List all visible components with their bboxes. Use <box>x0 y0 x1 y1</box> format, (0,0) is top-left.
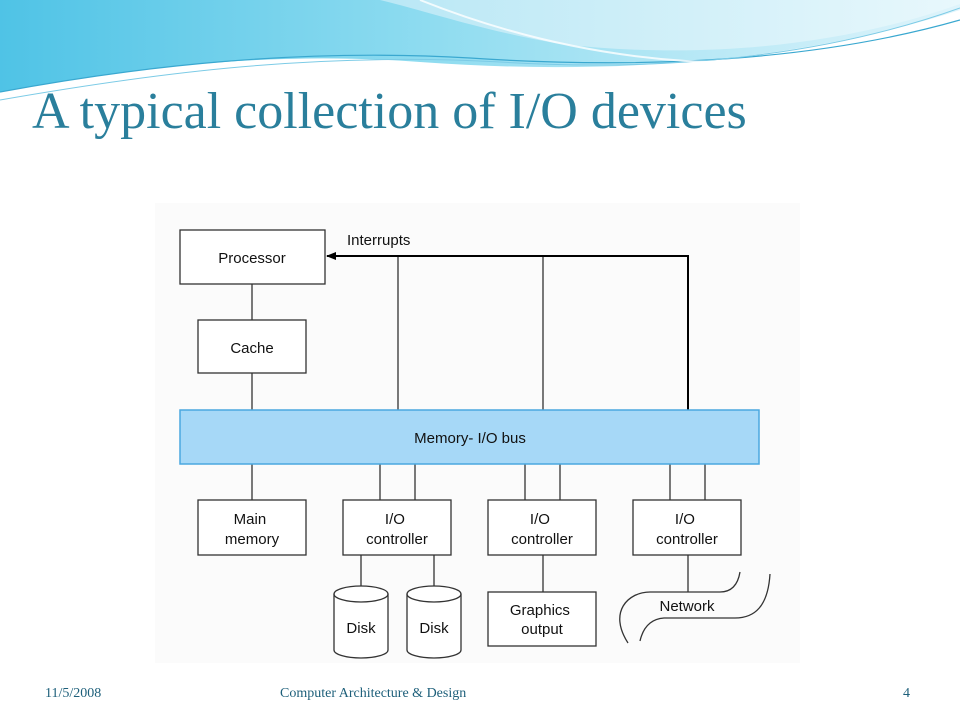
interrupts-label: Interrupts <box>347 232 410 249</box>
cache-box <box>197 319 307 374</box>
cache-label: Cache <box>230 340 273 357</box>
footer-date: 11/5/2008 <box>45 686 102 701</box>
io-controller-3-line-1: I/O <box>675 511 695 528</box>
main-memory-label: Main memory <box>225 511 280 548</box>
main-memory-box <box>197 499 307 556</box>
interrupts-arrow <box>326 252 689 410</box>
io-controller-1-line-2: controller <box>366 531 428 548</box>
graphics-output-line-1: Graphics <box>510 602 570 619</box>
main-memory-line-2: memory <box>225 531 280 548</box>
slide-title: A typical collection of I/O devices <box>32 83 747 140</box>
graphics-output-label: Graphics output <box>510 602 574 638</box>
graphics-output-line-2: output <box>521 621 564 638</box>
bus-label: Memory- I/O bus <box>414 430 526 447</box>
disk-2-label: Disk <box>419 620 449 637</box>
io-controller-2-label: I/O controller <box>511 511 573 548</box>
connection-lines <box>251 256 706 592</box>
main-memory-line-1: Main <box>234 511 267 528</box>
disk-1-label: Disk <box>346 620 376 637</box>
processor-box <box>179 229 326 285</box>
disk-2-top <box>406 585 462 603</box>
header-wave-decoration <box>0 0 960 101</box>
processor-label: Processor <box>218 250 286 267</box>
io-controller-1-label: I/O controller <box>366 511 428 548</box>
footer-page-number: 4 <box>903 686 910 701</box>
disk-2-body <box>406 594 462 659</box>
disk-1-top <box>333 585 389 603</box>
io-controller-3-box <box>632 499 742 556</box>
network-label: Network <box>659 598 715 615</box>
io-controller-3-line-2: controller <box>656 531 718 548</box>
io-controller-2-line-1: I/O <box>530 511 550 528</box>
graphics-output-box <box>487 591 597 647</box>
io-controller-2-line-2: controller <box>511 531 573 548</box>
io-controller-2-box <box>487 499 597 556</box>
network-shape <box>619 571 771 644</box>
io-controller-1-box <box>342 499 452 556</box>
footer-course: Computer Architecture & Design <box>280 686 467 701</box>
disk-1-body <box>333 594 389 659</box>
memory-io-bus <box>179 409 760 465</box>
disk-2: Disk <box>406 585 462 659</box>
io-controller-3-label: I/O controller <box>656 511 718 548</box>
io-controller-1-line-1: I/O <box>385 511 405 528</box>
disk-1: Disk <box>333 585 389 659</box>
